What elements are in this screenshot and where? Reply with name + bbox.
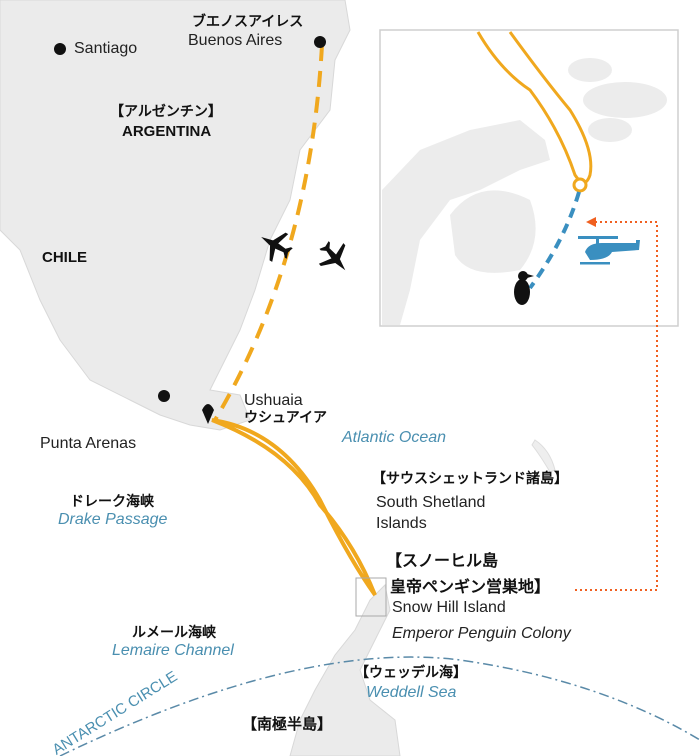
- snow-hill-inset: [379, 29, 679, 327]
- label-antarctic-peninsula-jp: 【南極半島】: [242, 716, 333, 733]
- label-drake-jp: ドレーク海峡: [70, 493, 154, 509]
- penguin-icon: [514, 271, 534, 305]
- label-chile: CHILE: [42, 249, 87, 266]
- inset-island: [588, 118, 632, 142]
- buenos-aires-dot: [314, 36, 326, 48]
- inset-land: [382, 120, 550, 325]
- antarctic-circle-line: [59, 656, 700, 756]
- airplane-icon: [261, 232, 293, 262]
- label-ushuaia: Ushuaia: [244, 392, 303, 409]
- pointer-arrow-icon: [586, 217, 596, 227]
- inset-landing-point: [572, 177, 588, 193]
- airplane-icon: [318, 241, 346, 271]
- inset-pointer-line: [575, 221, 658, 591]
- santiago-dot: [54, 43, 66, 55]
- label-argentina-jp: 【アルゼンチン】: [110, 103, 222, 119]
- label-south-shetland-jp: 【サウスシェットランド諸島】: [372, 470, 568, 486]
- inset-island: [583, 82, 667, 118]
- label-snow-hill: Snow Hill Island: [392, 599, 506, 616]
- label-punta-arenas: Punta Arenas: [40, 435, 137, 452]
- snow-hill-inset-marker: [355, 577, 387, 617]
- helicopter-route: [528, 191, 581, 290]
- label-snow-hill-jp-2: 皇帝ペンギン営巣地】: [390, 579, 551, 596]
- punta-arenas-dot: [158, 390, 170, 402]
- label-buenos-aires: Buenos Aires: [188, 32, 283, 49]
- ship-route: [211, 418, 377, 597]
- label-south-shetland: South Shetland: [376, 494, 486, 511]
- antarctic-peninsula-land: [289, 583, 401, 756]
- ushuaia-pin-icon: [202, 404, 214, 424]
- label-drake-passage: Drake Passage: [58, 511, 168, 528]
- south-america-land: [0, 0, 351, 431]
- label-emperor-colony: Emperor Penguin Colony: [392, 625, 571, 642]
- label-islands: Islands: [376, 515, 427, 532]
- inset-island: [450, 190, 536, 273]
- label-buenos-aires-jp: ブエノスアイレス: [192, 13, 304, 29]
- label-snow-hill-jp-1: 【スノーヒル島: [386, 553, 499, 570]
- label-lemaire-channel: Lemaire Channel: [112, 642, 234, 659]
- label-weddell-sea: Weddell Sea: [366, 684, 457, 701]
- south-shetland-islands: [531, 439, 556, 473]
- label-weddell-jp: 【ウェッデル海】: [355, 664, 467, 680]
- inset-island: [568, 58, 612, 82]
- helicopter-icon: [578, 236, 640, 265]
- label-lemaire-jp: ルメール海峡: [132, 624, 216, 640]
- label-atlantic-ocean: Atlantic Ocean: [342, 429, 447, 446]
- label-ushuaia-jp: ウシュアイア: [244, 409, 328, 425]
- label-argentina: ARGENTINA: [122, 123, 212, 140]
- label-santiago: Santiago: [74, 40, 138, 57]
- flight-route: [213, 44, 324, 422]
